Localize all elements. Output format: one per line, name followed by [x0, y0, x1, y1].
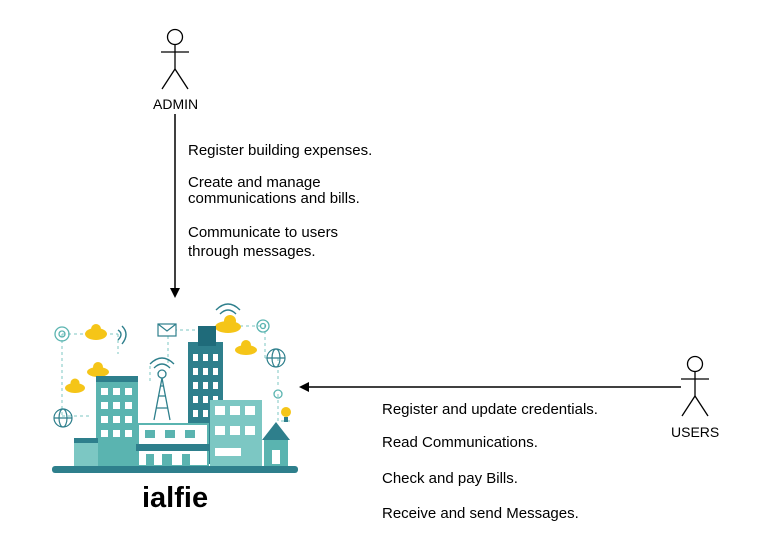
users-label: USERS [671, 424, 720, 440]
users-note-credentials: Register and update credentials. [382, 401, 598, 418]
admin-label: ADMIN [153, 96, 199, 112]
city-illustration-icon [52, 303, 298, 473]
brand-name: ialfie [142, 482, 209, 514]
admin-actor-icon [161, 28, 189, 90]
users-note-messages: Receive and send Messages. [382, 505, 579, 522]
users-note-communications: Read Communications. [382, 434, 538, 451]
admin-note-communicate-line2: through messages. [188, 243, 316, 260]
users-note-bills: Check and pay Bills. [382, 470, 518, 487]
admin-note-expenses: Register building expenses. [188, 142, 373, 159]
admin-note-manage-line2: communications and bills. [188, 190, 360, 207]
admin-note-communicate-line1: Communicate to users [188, 224, 339, 241]
admin-note-manage-line1: Create and manage [188, 174, 321, 191]
users-actor-icon [681, 355, 709, 417]
